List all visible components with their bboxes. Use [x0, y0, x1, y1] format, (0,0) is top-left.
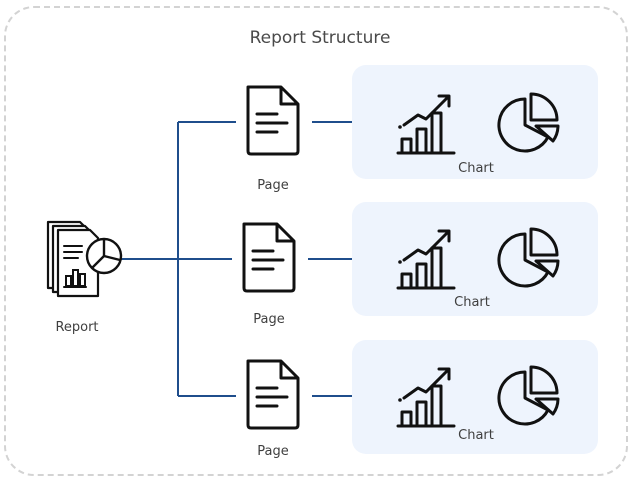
- diagram-frame: [4, 6, 628, 476]
- page-label-1: Page: [257, 178, 289, 193]
- chart-group-1: Chart: [352, 65, 598, 179]
- chart-label-2: Chart: [454, 295, 490, 310]
- page-label-3: Page: [257, 444, 289, 459]
- bar-growth-chart-icon: [396, 94, 456, 155]
- page-document-icon: [246, 85, 300, 156]
- bar-growth-chart-icon: [396, 229, 456, 290]
- page-document-icon: [246, 359, 300, 430]
- diagram-title: Report Structure: [249, 28, 391, 48]
- pie-chart-icon: [497, 365, 560, 426]
- pie-chart-icon: [497, 227, 560, 288]
- pie-chart-icon: [497, 92, 560, 153]
- chart-label-1: Chart: [458, 161, 494, 176]
- chart-group-2: Chart: [352, 202, 598, 316]
- chart-group-3: Chart: [352, 340, 598, 454]
- report-document-icon: [46, 220, 123, 298]
- bar-growth-chart-icon: [396, 367, 456, 428]
- chart-label-3: Chart: [458, 428, 494, 443]
- report-label: Report: [55, 320, 99, 335]
- page-document-icon: [242, 222, 296, 293]
- page-label-2: Page: [253, 312, 285, 327]
